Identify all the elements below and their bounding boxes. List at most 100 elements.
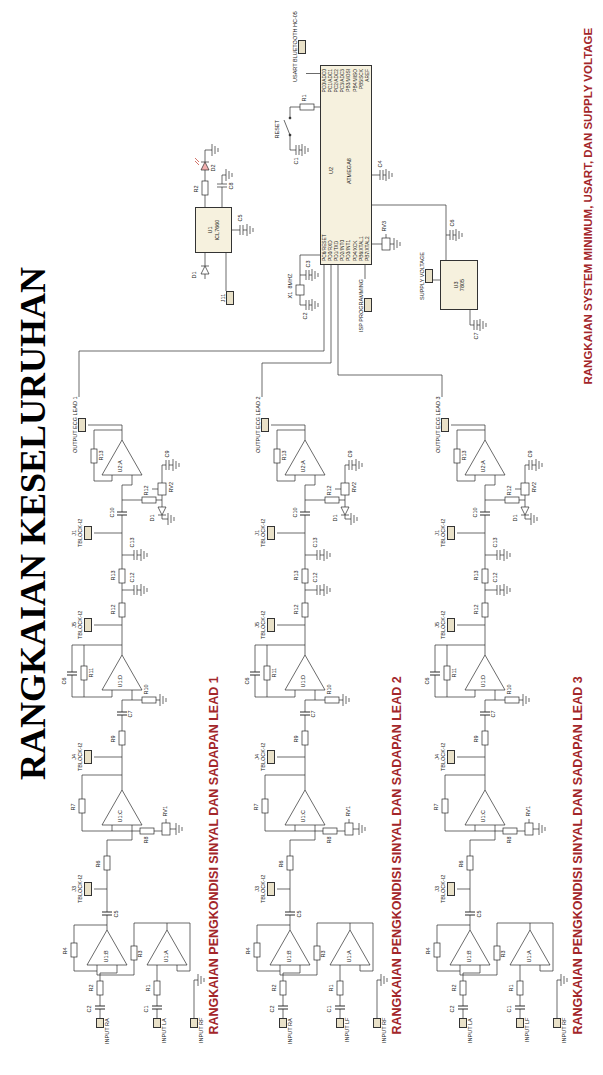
connector-pins — [84, 750, 92, 764]
connector-pins — [84, 618, 92, 632]
ic-package: U2ATMEGA8PC6/RESETPD0/RXDPD1/TXDPD2/INT0… — [320, 65, 372, 265]
component-label: C1 — [294, 157, 300, 165]
connector-pins — [267, 750, 275, 764]
component-label: R13 — [294, 570, 300, 581]
component-label: U2:A — [481, 460, 487, 473]
component-label: C12 — [313, 572, 319, 583]
pin-name: PD0/RXD — [329, 240, 334, 261]
component-label: U1:B — [287, 950, 293, 963]
component-label: C1 — [144, 1005, 150, 1013]
connector-label: OUTPUT ECG LEAD 2 — [255, 397, 261, 453]
component-label: R1 — [509, 984, 515, 992]
component-label: C7 — [311, 710, 317, 718]
pin-header: J4TBLOCK-I2 — [254, 743, 275, 771]
component-label: R12 — [294, 604, 300, 615]
connector-label: INPUT LA — [467, 1018, 473, 1043]
connector-pins — [267, 882, 275, 896]
connector-label: J11 — [220, 294, 226, 302]
component-label: C2 — [303, 312, 309, 320]
component-label: C9 — [348, 450, 354, 458]
component-label: C12 — [130, 572, 136, 583]
component-label: U2:A — [118, 460, 124, 473]
connector-pins — [226, 291, 234, 305]
component-label: R8 — [327, 836, 333, 844]
component-label: R8 — [144, 836, 150, 844]
connector-label: J3 — [254, 886, 260, 892]
pin-name: PB5/SCK — [360, 69, 365, 89]
pin-name: PC1/ADC1 — [329, 69, 334, 92]
pin-header: USART BLUETOOTH HC-05 — [292, 11, 306, 82]
connector-label: TBLOCK-I2 — [77, 519, 83, 547]
pin-name: PD4/XCK — [354, 240, 359, 261]
signal-wire — [433, 280, 440, 281]
connector-pins — [298, 40, 306, 54]
component-label: C8 — [229, 182, 235, 190]
component-label: D1 — [192, 271, 198, 279]
component-label: C6 — [62, 677, 68, 685]
component-label: C9 — [165, 450, 171, 458]
component-label: R9 — [474, 735, 480, 743]
signal-wire — [365, 265, 366, 279]
component-label: U1:A — [527, 950, 533, 963]
connector-label: TBLOCK-I2 — [440, 875, 446, 903]
component-label: C5 — [477, 910, 483, 918]
ic-package: U37805 — [440, 260, 478, 310]
component-label: RV1 — [526, 805, 532, 817]
component-label: R1 — [146, 984, 152, 992]
component-label: C7 — [128, 710, 134, 718]
connector-label: J1 — [254, 530, 260, 536]
component-label: R11 — [272, 667, 278, 678]
component-label: C13 — [313, 537, 319, 548]
pin-header: INPUT RA — [278, 1018, 293, 1044]
connector-label: INPUT RF — [561, 1018, 567, 1043]
component-label: R2 — [452, 984, 458, 992]
component-label: R9 — [294, 735, 300, 743]
connector-label: J1 — [71, 530, 77, 536]
component-label: C6 — [450, 219, 456, 227]
pin-header: SUPPLY VOLTAGE — [419, 252, 433, 300]
pin-header: J4TBLOCK-I2 — [434, 743, 455, 771]
component-label: R2 — [272, 984, 278, 992]
connector-pins — [336, 1018, 344, 1028]
component-label: C1 — [507, 1005, 513, 1013]
connector-pins — [267, 526, 275, 540]
component-label: C10 — [293, 507, 299, 518]
part-value: 7805 — [459, 279, 465, 291]
component-label: C10 — [110, 507, 116, 518]
section-title: RANGKAIAN PENGKONDISI SINYAL DAN SADAPAN… — [208, 676, 222, 1035]
pin-header: INPUT RA — [95, 1018, 110, 1044]
connector-label: OUTPUT ECG LEAD 3 — [435, 397, 441, 453]
component-label: R3 — [321, 950, 327, 958]
connector-label: INPUT LF — [524, 1018, 530, 1042]
component-label: R2 — [194, 185, 200, 193]
pin-name: PD3/INT1 — [347, 240, 352, 261]
component-label: RV2 — [169, 481, 175, 493]
connector-label: TBLOCK-I2 — [440, 519, 446, 547]
pin-header: J5TBLOCK-I2 — [434, 611, 455, 639]
connector-label: TBLOCK-I2 — [77, 611, 83, 639]
component-label: R4 — [63, 947, 69, 955]
connector-label: J3 — [71, 886, 77, 892]
component-label: U1:C — [481, 809, 487, 823]
component-label: C5 — [297, 910, 303, 918]
component-label: RESET — [275, 120, 281, 139]
connector-pins — [447, 882, 455, 896]
pin-name: PB6/XTAL1 — [360, 236, 365, 261]
pin-header: J1TBLOCK-I2 — [434, 519, 455, 547]
component-label: C9 — [528, 450, 534, 458]
component-label: R6 — [96, 860, 102, 868]
connector-pins — [373, 1018, 381, 1028]
connector-pins — [84, 526, 92, 540]
connector-label: INPUT RA — [287, 1018, 293, 1044]
section-title: RANGKAIAN PENGKONDISI SINYAL DAN SADAPAN… — [572, 676, 586, 1035]
component-label: R10 — [327, 684, 333, 695]
pin-header: INPUT RF — [552, 1018, 567, 1043]
pin-header: INPUT RF — [372, 1018, 387, 1043]
pin-header: J1TBLOCK-I2 — [71, 519, 92, 547]
component-label: RV2 — [352, 481, 358, 493]
component-label: C7 — [491, 710, 497, 718]
pin-header: INPUT LF — [515, 1018, 530, 1042]
component-label: R13 — [99, 450, 105, 461]
lead-circuit — [250, 425, 387, 1018]
component-label: R6 — [279, 860, 285, 868]
